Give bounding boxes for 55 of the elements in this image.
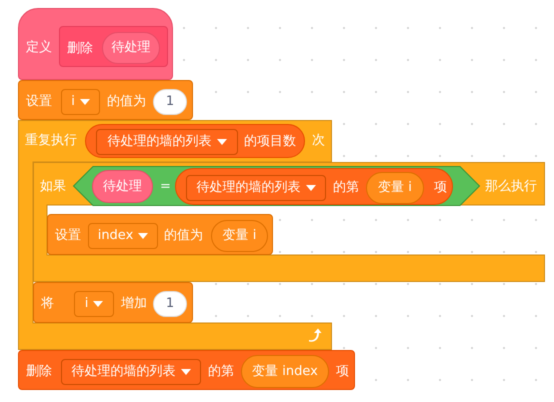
- list-length-reporter: [85, 124, 305, 158]
- dropdown-value: i: [71, 93, 75, 111]
- number-input: [153, 89, 187, 115]
- block-label: 删除: [67, 40, 93, 58]
- if-block: [33, 162, 545, 282]
- block-label: 的第: [333, 179, 359, 197]
- change-variable-block: [33, 282, 193, 323]
- argument-reporter: [92, 170, 153, 203]
- list-dropdown: [96, 129, 238, 155]
- equals-operator: [73, 166, 480, 206]
- block-label: =: [160, 178, 171, 196]
- block-label: 变量 i: [222, 227, 256, 245]
- set-variable-block: [18, 80, 193, 120]
- number-value: 1: [166, 93, 174, 111]
- variable-reporter: [241, 355, 329, 388]
- argument-reporter: [102, 32, 160, 64]
- block-label: 项: [336, 363, 349, 381]
- block-label: 那么执行: [485, 178, 537, 196]
- dropdown-value: index: [98, 227, 134, 245]
- variable-reporter: [211, 220, 268, 252]
- set-variable-block: [47, 214, 273, 255]
- block-label: 次: [312, 132, 325, 150]
- block-label: 待处理: [112, 39, 150, 57]
- define-hat-block: [18, 8, 173, 80]
- dropdown-value: 待处理的墙的列表: [72, 363, 176, 381]
- number-value: 1: [166, 295, 174, 313]
- block-label: 待处理: [103, 178, 142, 196]
- variable-dropdown: [74, 291, 114, 317]
- delete-list-item-block: [18, 350, 355, 390]
- variable-reporter: [366, 172, 424, 204]
- block-label: 项: [434, 179, 447, 197]
- block-label: 将: [41, 295, 54, 313]
- block-label: 如果: [40, 178, 66, 196]
- number-input: [153, 291, 187, 317]
- list-dropdown: [186, 175, 326, 201]
- list-dropdown: [61, 359, 201, 385]
- dropdown-value: 待处理的墙的列表: [108, 133, 212, 151]
- block-label: 设置: [55, 227, 81, 245]
- block-label: 变量 i: [378, 179, 412, 197]
- block-label: 的项目数: [244, 133, 296, 151]
- block-label: 的第: [208, 363, 234, 381]
- custom-block-prototype: [59, 26, 168, 67]
- variable-dropdown: [88, 223, 158, 249]
- block-label: 重复执行: [25, 132, 77, 150]
- list-item-reporter: [175, 168, 453, 205]
- dropdown-value: 待处理的墙的列表: [196, 179, 300, 197]
- block-label: 定义: [26, 39, 52, 57]
- block-label: 设置: [26, 93, 52, 111]
- block-label: 增加: [121, 295, 147, 313]
- block-label: 的值为: [107, 93, 146, 111]
- block-label: 的值为: [164, 227, 203, 245]
- block-label: 删除: [26, 363, 52, 381]
- block-label: 变量 index: [252, 362, 318, 380]
- variable-dropdown: [61, 89, 100, 115]
- dropdown-value: i: [84, 295, 88, 313]
